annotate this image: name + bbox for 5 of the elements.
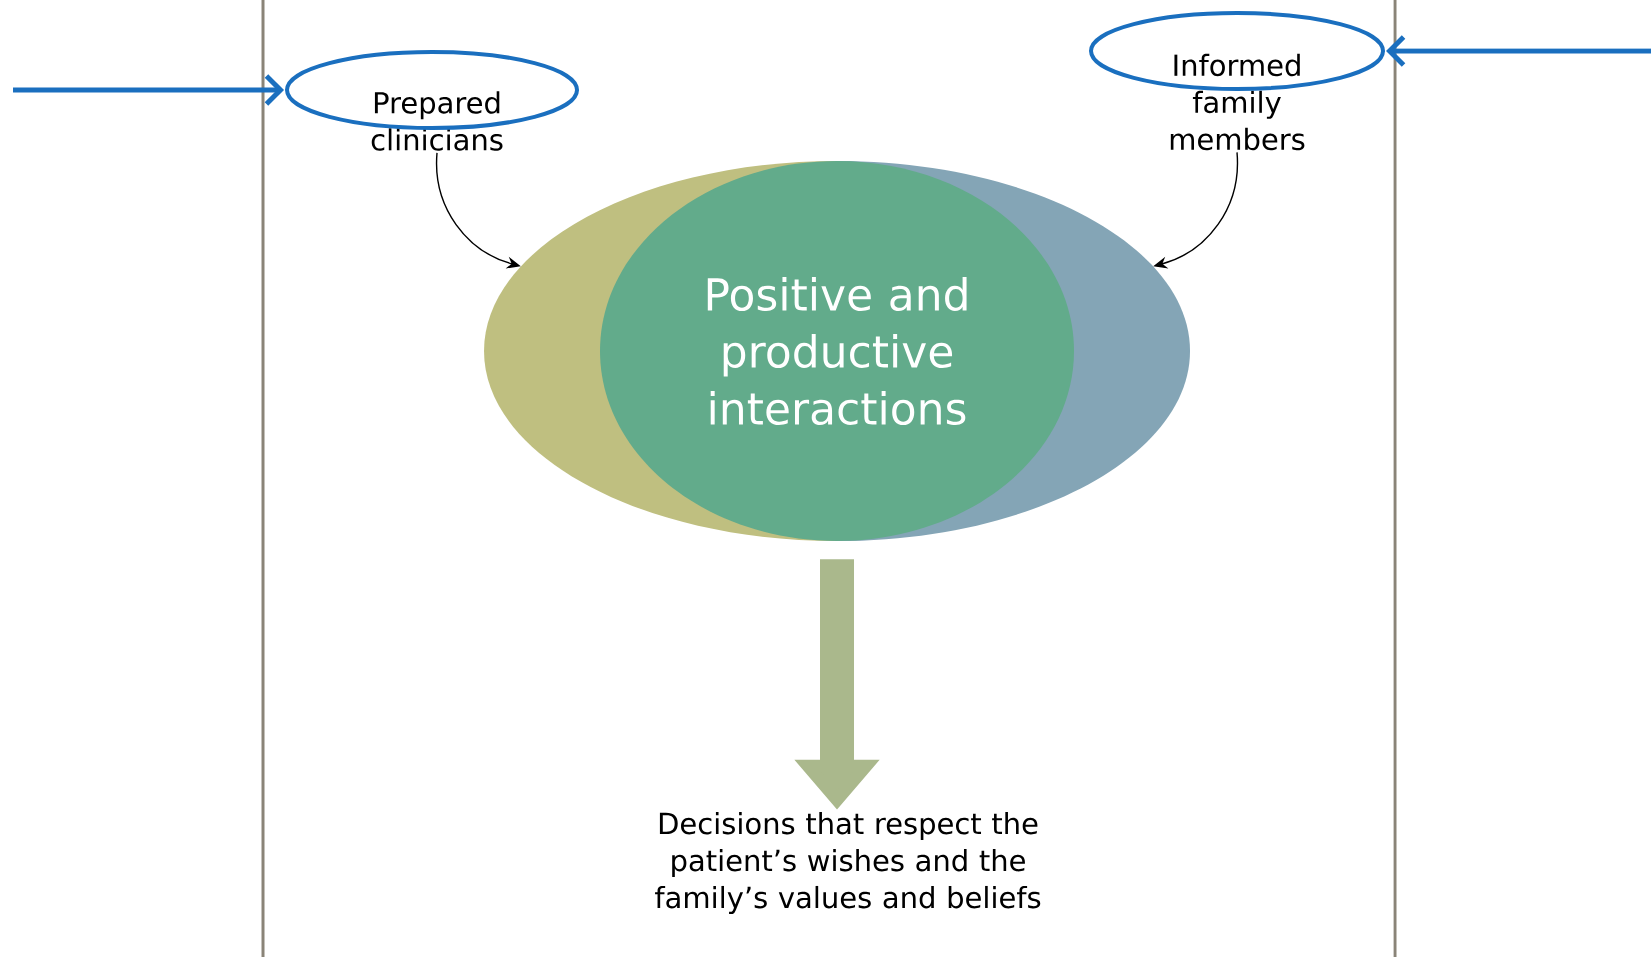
label-text: Informed family members — [1170, 53, 1305, 151]
label-text: Prepared clinicians — [371, 91, 503, 151]
arrow — [13, 74, 284, 106]
label-text: Decisions that respect the patient’s wishes and the family’s values and beliefs — [655, 811, 1041, 914]
arrow — [1386, 35, 1651, 67]
